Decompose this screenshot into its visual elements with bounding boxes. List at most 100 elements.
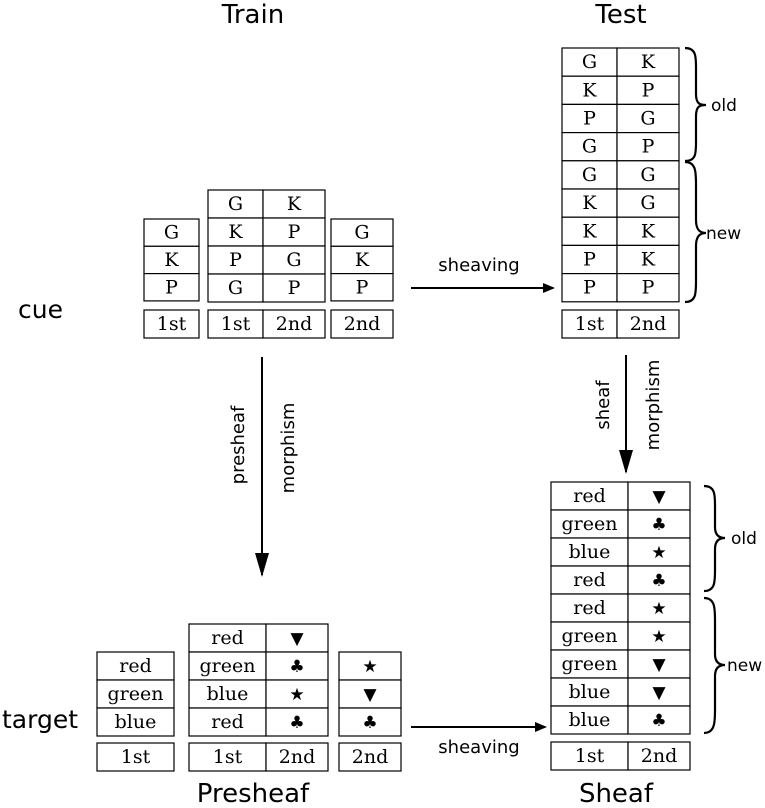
table-cell-box (616, 132, 680, 162)
table-cell: P (165, 276, 178, 298)
star-icon: ★ (651, 543, 666, 563)
column-header-box (265, 742, 329, 772)
sheaf-old-label: old (731, 529, 757, 549)
column-header-box (338, 742, 402, 772)
table-cell-box (561, 132, 618, 162)
star-icon: ★ (362, 657, 377, 677)
table-cell: red (211, 627, 244, 649)
table-cell-box (96, 651, 175, 681)
table-cell: green (562, 625, 618, 647)
table-cell: K (228, 221, 243, 243)
club-icon: ♣ (289, 657, 304, 677)
table-cell: K (641, 51, 656, 73)
table-cell: green (562, 653, 618, 675)
table-cell: P (288, 277, 301, 299)
table-cell: blue (569, 709, 611, 731)
table-cell: P (288, 221, 301, 243)
table-cell: K (641, 249, 656, 271)
column-header: 2nd (279, 746, 316, 768)
table-cell-box (143, 273, 200, 302)
column-header-box (262, 309, 326, 339)
table-cell-box (330, 273, 394, 302)
table-cell-box (188, 707, 267, 737)
table-cell-box (262, 189, 326, 219)
heading-presheaf: Presheaf (197, 779, 310, 808)
column-header-box (616, 309, 680, 339)
column-header: 1st (157, 313, 187, 335)
column-header: 1st (213, 746, 243, 768)
column-header-box (143, 309, 200, 339)
table-cell-box (550, 705, 629, 735)
table-cell: green (200, 655, 256, 677)
table-cell-box (265, 679, 329, 709)
sheaf-morphism-label-2: morphism (643, 360, 664, 451)
table-cell: K (582, 79, 597, 101)
triangle-icon: ▼ (652, 683, 666, 703)
table-cell: P (642, 79, 655, 101)
table-cell-box (627, 649, 691, 679)
column-header-box (561, 309, 618, 339)
presheaf-morphism-label-1: presheaf (228, 405, 249, 484)
table-cell-box (616, 75, 680, 105)
column-header-box (550, 741, 629, 771)
column-header-box (207, 309, 264, 339)
table-cell: P (583, 249, 596, 271)
table-cell-box (262, 245, 326, 275)
table-cell-box (96, 707, 175, 737)
table-cell: K (582, 220, 597, 242)
star-icon: ★ (651, 627, 666, 647)
column-header: 2nd (630, 313, 667, 335)
table-cell-box (265, 651, 329, 681)
table-cell-box (188, 651, 267, 681)
table-cell: P (642, 136, 655, 158)
table-cell: blue (207, 683, 249, 705)
table-presheaf-target-2nd: ★▼♣2nd (338, 651, 402, 772)
test-new-brace (684, 160, 707, 304)
table-cell: G (640, 164, 655, 186)
table-cell: K (641, 220, 656, 242)
table-cell-box (188, 679, 267, 709)
table-cell: G (582, 51, 597, 73)
table-cell-box (207, 189, 264, 219)
table-cell-box (561, 160, 618, 190)
table-cell-box (561, 47, 618, 77)
column-header-box (330, 309, 394, 339)
table-cell-box (627, 705, 691, 735)
column-header: 1st (221, 313, 251, 335)
table-cell: G (354, 222, 369, 244)
table-cell-box (207, 217, 264, 247)
heading-test: Test (594, 0, 646, 30)
table-cell: green (562, 513, 618, 535)
club-icon: ♣ (362, 713, 377, 733)
table-cell-box (330, 245, 394, 275)
table-cell: G (640, 192, 655, 214)
table-cell-box (265, 623, 329, 653)
table-cell: P (642, 277, 655, 299)
table-cell: red (211, 711, 244, 733)
table-cell: K (355, 249, 370, 271)
column-header-box (627, 741, 691, 771)
triangle-icon: ▼ (652, 655, 666, 675)
table-cell: P (583, 108, 596, 130)
test-new-label: new (706, 224, 741, 244)
table-cell-box (550, 509, 629, 539)
test-old-brace (684, 46, 707, 163)
table-cell-box (265, 707, 329, 737)
table-cell: P (229, 249, 242, 271)
table-cell-box (616, 273, 680, 303)
table-cell: K (287, 193, 302, 215)
table-cell: G (582, 164, 597, 186)
table-cell-box (207, 273, 264, 303)
table-cell-box (262, 217, 326, 247)
column-header: 1st (575, 313, 605, 335)
table-cell: P (356, 276, 369, 298)
column-header: 1st (121, 746, 151, 768)
sheaf-new-brace (703, 596, 726, 735)
table-cell-box (561, 103, 618, 134)
